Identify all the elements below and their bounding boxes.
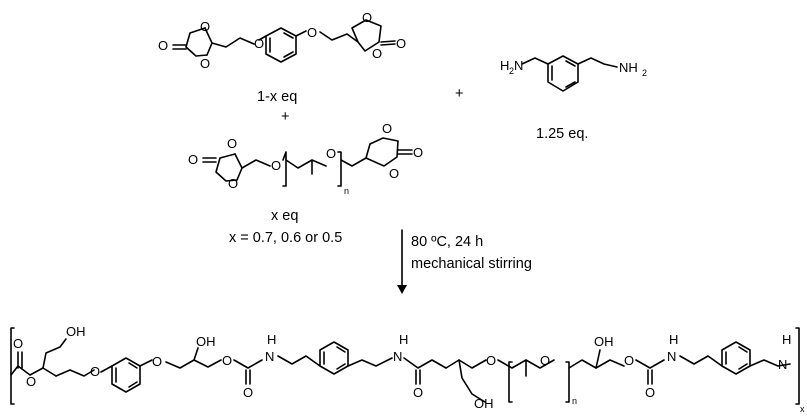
atom-label-nh-h: H (267, 332, 276, 347)
atom-label-ring-o: O (382, 121, 392, 136)
diamine-equivalents-label: 1.25 eq. (536, 126, 588, 142)
atom-label-hydroxyl: OH (474, 396, 494, 411)
x-values-label: x = 0.7, 0.6 or 0.5 (229, 230, 342, 246)
atom-label-ether-o: O (540, 353, 550, 368)
atom-label-nh-n: N (393, 349, 402, 364)
atom-label-ring-o: O (200, 56, 210, 71)
repeat-subscript-n: n (572, 396, 577, 406)
atom-label-amine-nh: NH (619, 60, 638, 75)
atom-label-ester-o: O (26, 374, 36, 389)
atom-label-ether-o: O (307, 25, 317, 40)
atom-label-carbamate-o: O (624, 353, 634, 368)
atom-label-nh-h: H (399, 332, 408, 347)
plus-sign: + (281, 109, 289, 125)
atom-label-ring-o: O (227, 136, 237, 151)
atom-label-carbonyl-o: O (413, 385, 423, 400)
atom-subscript-2: 2 (642, 68, 647, 78)
atom-label-amine-n: N (514, 58, 523, 73)
atom-label-carbonyl-o: O (645, 385, 655, 400)
atom-label-ring-o: O (228, 176, 238, 191)
repeat-subscript-n: n (344, 186, 349, 196)
atom-label-hydroxyl: OH (594, 334, 614, 349)
atom-subscript-2: 2 (509, 66, 514, 76)
atom-label-nh-h: H (669, 332, 678, 347)
repeat-subscript-x: x (800, 404, 805, 414)
m-xylylenediamine: H 2 N NH 2 (500, 55, 647, 92)
ppg-bis-carbonate: O O O O O n O O O (188, 121, 423, 196)
atom-label-carbonyl-o: O (243, 385, 253, 400)
atom-label-carbonyl-o: O (188, 152, 198, 167)
reactant2-equivalents-label: x eq (271, 208, 298, 224)
atom-label-ring-o: O (389, 166, 399, 181)
condition-temperature-time: 80 ºC, 24 h (411, 234, 483, 250)
atom-label-ring-o: O (200, 19, 210, 34)
atom-label-nh-n: N (265, 349, 274, 364)
atom-label-carbonyl-o: O (158, 38, 168, 53)
atom-label-ether-o: O (486, 353, 496, 368)
atom-label-ring-o: O (362, 10, 372, 25)
reactant1-equivalents-label: 1-x eq (257, 89, 297, 105)
atom-label-ring-o: O (372, 46, 382, 61)
atom-label-ether-o: O (326, 146, 336, 161)
condition-stirring: mechanical stirring (411, 256, 532, 272)
atom-label-ether-o: O (152, 354, 162, 369)
reaction-arrow (397, 229, 407, 294)
polyhydroxyurethane-product: O O OH O O OH O O H N H N O O OH O n OH … (10, 324, 805, 414)
atom-label-carbonyl-o: O (396, 36, 406, 51)
atom-label-ether-o: O (254, 36, 264, 51)
plus-sign: + (455, 86, 463, 102)
atom-label-carbamate-o: O (222, 353, 232, 368)
atom-label-ether-o: O (271, 158, 281, 173)
atom-label-nh-n: N (778, 357, 787, 372)
atom-label-nh-n: N (667, 349, 676, 364)
atom-label-ether-o: O (90, 364, 100, 379)
atom-label-amine-h: H (500, 58, 509, 73)
atom-label-carbonyl-o: O (13, 336, 23, 351)
atom-label-hydroxyl: OH (196, 334, 216, 349)
atom-label-hydroxyl: OH (66, 324, 86, 339)
resorcinol-bis-carbonate: O O O O O O O O (158, 10, 406, 71)
atom-label-carbonyl-o: O (413, 145, 423, 160)
atom-label-nh-h: H (782, 332, 791, 347)
